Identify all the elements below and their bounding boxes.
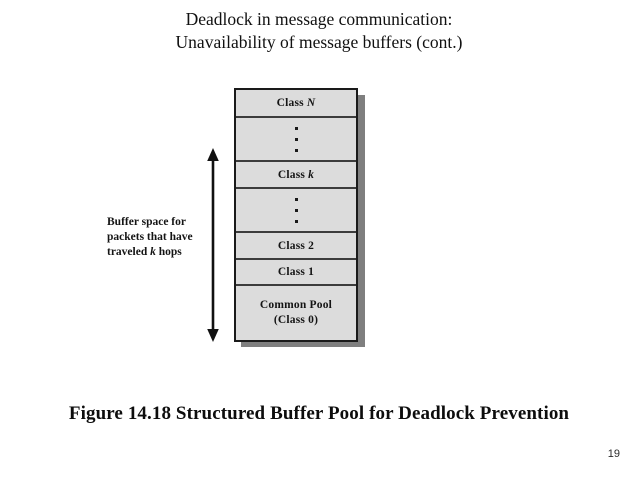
ellipsis-dot [294, 208, 298, 212]
ellipsis-dot [294, 197, 298, 201]
buffer-block-class-1: Class 1 [236, 260, 356, 286]
figure-caption: Figure 14.18 Structured Buffer Pool for … [68, 403, 570, 424]
ellipsis-dot [294, 137, 298, 141]
ellipsis-dot [294, 148, 298, 152]
buffer-space-annotation: Buffer space for packets that have trave… [107, 215, 211, 260]
double-headed-vertical-arrow-icon [207, 148, 219, 342]
page-title-line-2: Unavailability of message buffers (cont.… [175, 32, 463, 52]
buffer-block-class-k-label: Class k [277, 168, 315, 181]
page-number: 19 [607, 448, 620, 460]
buffer-block-class-1-label: Class 1 [277, 266, 315, 278]
buffer-block-class-2: Class 2 [236, 233, 356, 260]
page-title-line-1: Deadlock in message communication: [185, 9, 453, 29]
ellipsis-dot [294, 219, 298, 223]
buffer-block-ellipsis-lower [236, 189, 356, 233]
common-pool-label-line-1: Common Pool [259, 299, 333, 311]
buffer-stack: Class N Class k Class 2 Class 1 [234, 88, 358, 342]
buffer-block-common-pool: Common Pool (Class 0) [236, 286, 356, 340]
annotation-line-1: Buffer space for [107, 216, 186, 228]
annotation-line-2: packets that have [107, 231, 193, 243]
buffer-block-ellipsis-upper [236, 118, 356, 162]
vertical-ellipsis-icon [294, 189, 298, 231]
page-title: Deadlock in message communication: Unava… [0, 8, 638, 54]
buffer-block-class-n: Class N [236, 90, 356, 118]
common-pool-label-line-2: (Class 0) [273, 314, 319, 326]
annotation-line-3: traveled k hops [107, 246, 182, 258]
buffer-block-class-k: Class k [236, 162, 356, 189]
buffer-block-class-2-label: Class 2 [277, 239, 315, 252]
buffer-block-class-n-label: Class N [276, 97, 316, 109]
ellipsis-dot [294, 126, 298, 130]
vertical-ellipsis-icon [294, 118, 298, 160]
